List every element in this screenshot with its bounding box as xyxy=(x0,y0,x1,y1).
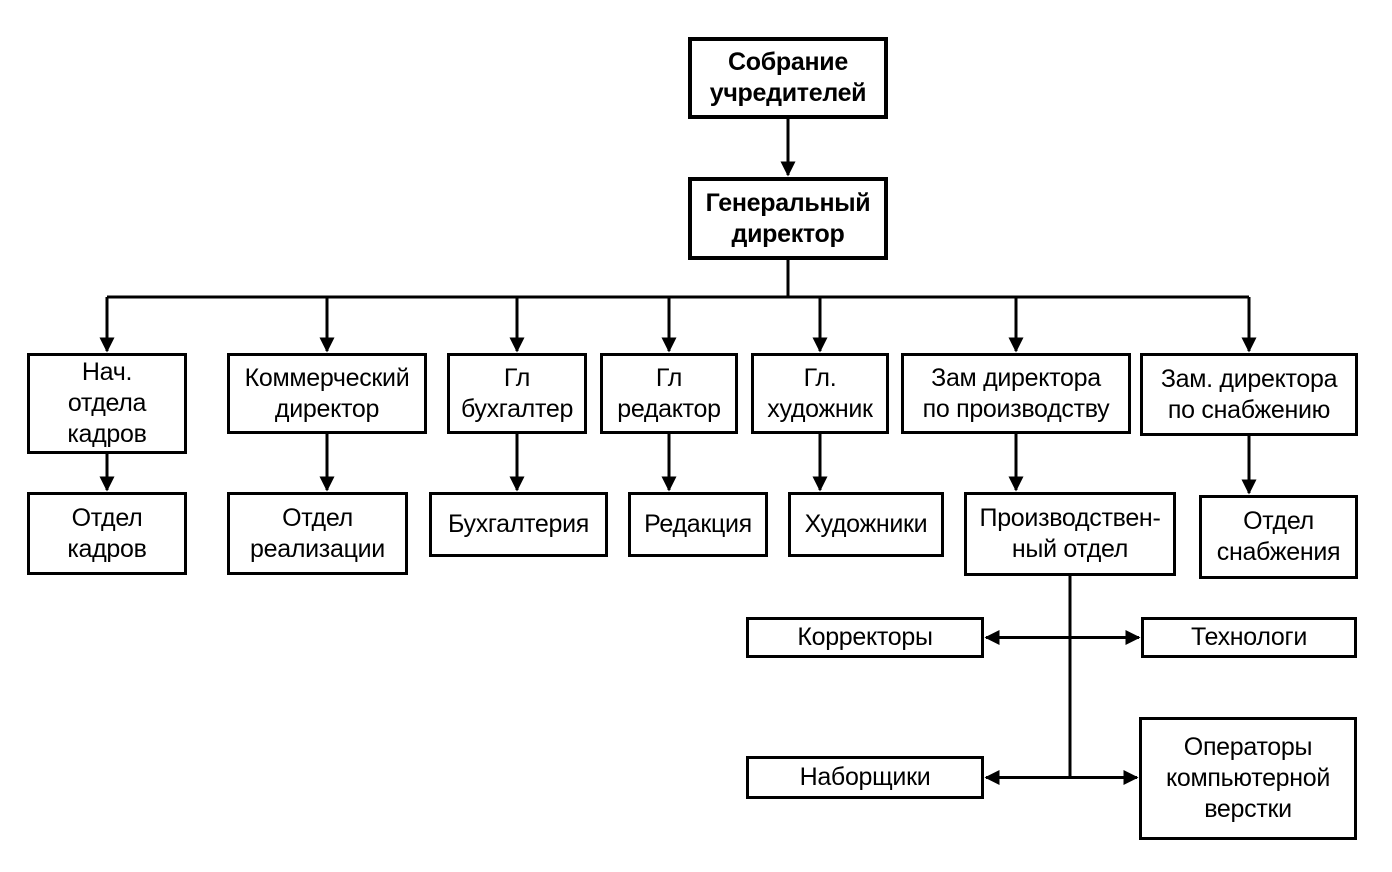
node-supply-department: Отдел снабжения xyxy=(1199,495,1358,579)
node-hr-head: Нач. отдела кадров xyxy=(27,353,187,454)
node-technologists: Технологи xyxy=(1141,617,1357,658)
node-general-director: Генеральный директор xyxy=(688,177,888,260)
node-accounting: Бухгалтерия xyxy=(429,492,608,557)
node-layout-operators: Операторы компьютерной верстки xyxy=(1139,717,1357,840)
node-chief-editor: Гл редактор xyxy=(600,353,738,434)
node-deputy-production: Зам директора по производству xyxy=(901,353,1131,434)
node-proofreaders: Корректоры xyxy=(746,617,984,658)
node-hr-department: Отдел кадров xyxy=(27,492,187,575)
node-founders-meeting: Собрание учредителей xyxy=(688,37,888,119)
node-sales-department: Отдел реализации xyxy=(227,492,408,575)
node-chief-artist: Гл. художник xyxy=(751,353,889,434)
node-artists: Художники xyxy=(788,492,944,557)
node-typesetters: Наборщики xyxy=(746,756,984,799)
node-editorial: Редакция xyxy=(628,492,768,557)
node-production-department: Производствен- ный отдел xyxy=(964,492,1176,576)
node-commercial-director: Коммерческий директор xyxy=(227,353,427,434)
node-deputy-supply: Зам. директора по снабжению xyxy=(1140,353,1358,436)
node-chief-accountant: Гл бухгалтер xyxy=(447,353,587,434)
